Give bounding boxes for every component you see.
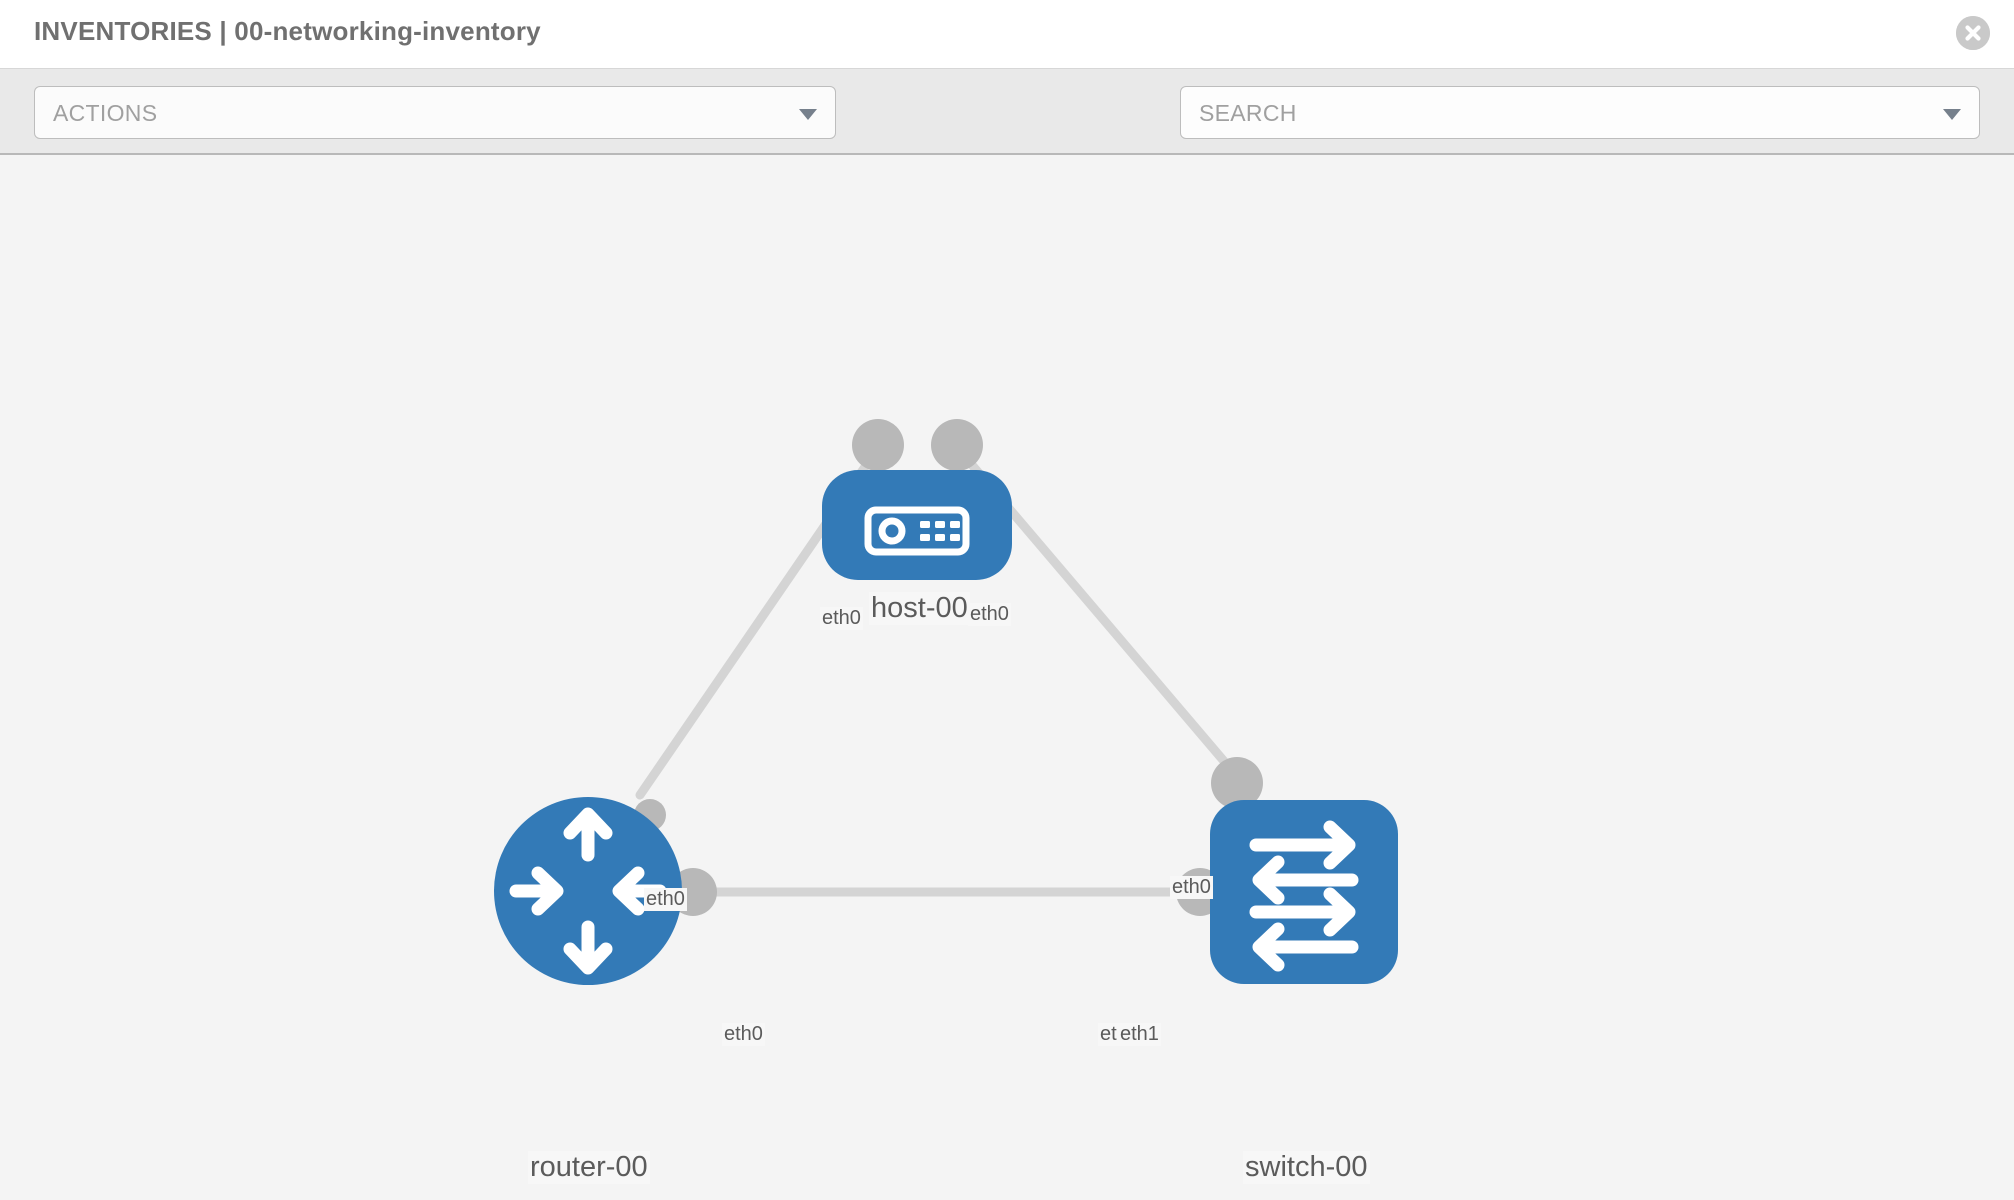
node-label-host: host-00 xyxy=(869,592,970,625)
node-host-00 xyxy=(822,470,1012,580)
toolbar: ACTIONS SEARCH xyxy=(0,69,2014,198)
port-switch-up xyxy=(1211,757,1263,809)
node-switch-00 xyxy=(1210,800,1398,984)
close-icon[interactable] xyxy=(1956,16,1990,50)
topology-graph xyxy=(494,419,1398,985)
port-host-left xyxy=(852,419,904,471)
page-header: INVENTORIES | 00-networking-inventory xyxy=(0,0,2014,69)
iface-label: eth0 xyxy=(644,888,687,911)
port-host-right xyxy=(931,419,983,471)
node-label-router: router-00 xyxy=(528,1151,650,1184)
search-input[interactable]: SEARCH xyxy=(1180,86,1980,139)
chevron-down-icon xyxy=(799,109,817,120)
iface-label: eth0 xyxy=(1170,876,1213,899)
iface-label: eth0 xyxy=(722,1023,765,1046)
topology-canvas[interactable]: eth0 eth0 eth0 eth0 eth0 eth0 eth1 host-… xyxy=(0,155,2014,1200)
node-router-00 xyxy=(494,797,682,985)
node-label-switch: switch-00 xyxy=(1243,1151,1370,1184)
iface-label: eth1 xyxy=(1118,1023,1161,1046)
page-title: INVENTORIES | 00-networking-inventory xyxy=(34,16,541,46)
actions-dropdown[interactable]: ACTIONS xyxy=(34,86,836,139)
search-input-placeholder: SEARCH xyxy=(1199,100,1297,126)
chevron-down-icon[interactable] xyxy=(1943,109,1961,120)
iface-label: eth0 xyxy=(820,607,863,630)
iface-label: eth0 xyxy=(968,603,1011,626)
actions-dropdown-label: ACTIONS xyxy=(53,100,158,126)
